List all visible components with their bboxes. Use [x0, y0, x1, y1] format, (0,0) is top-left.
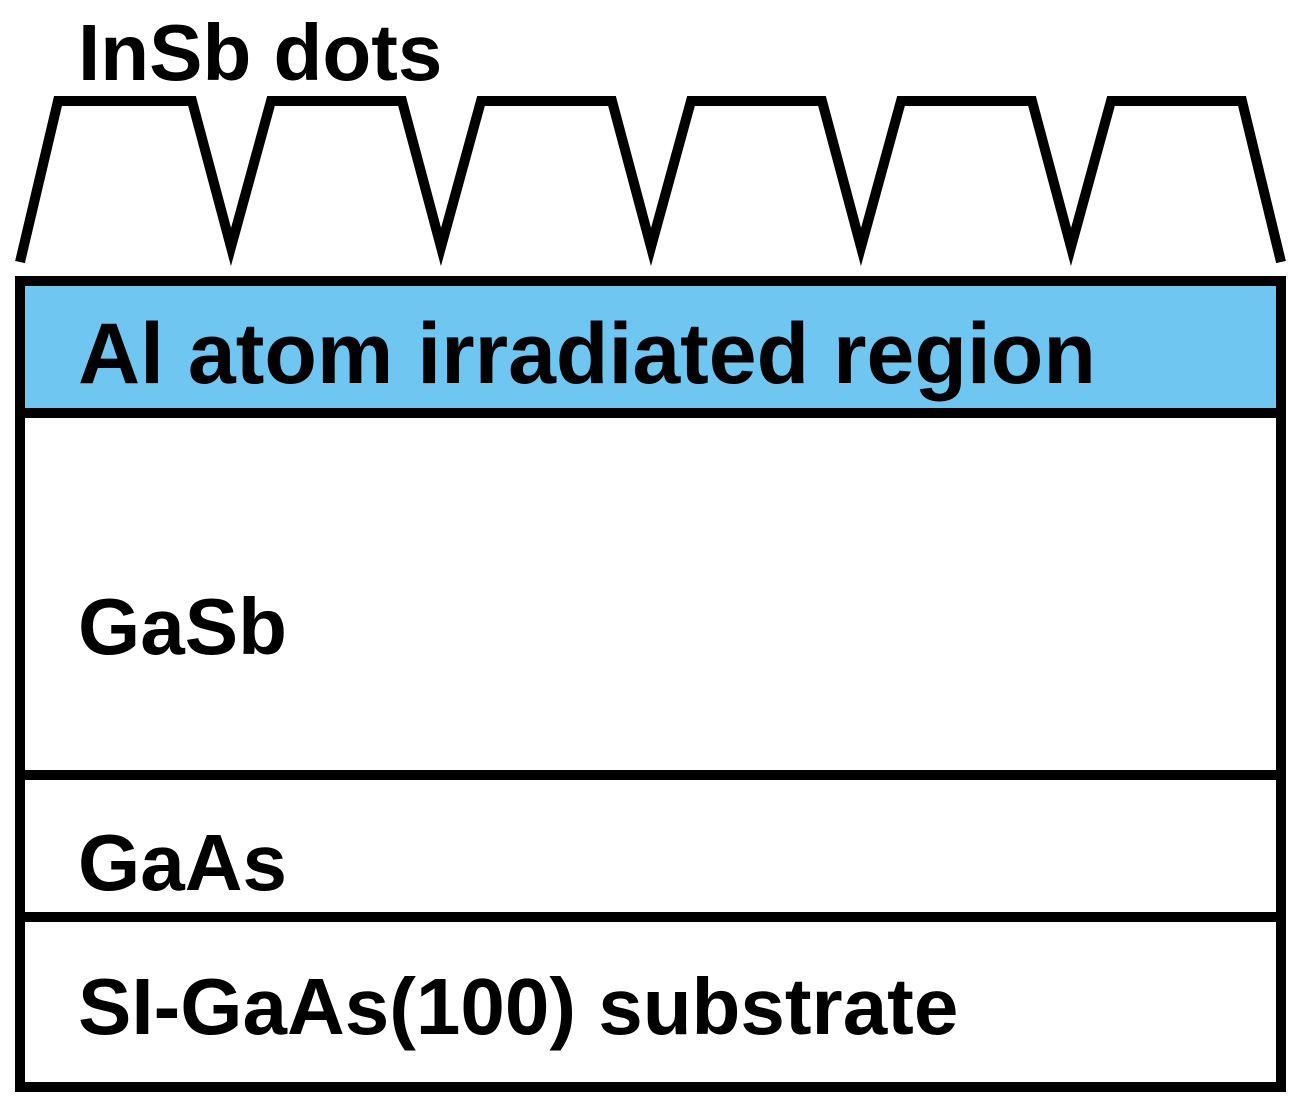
insb-dots-profile	[15, 96, 1286, 267]
gasb-label: GaSb	[78, 582, 287, 671]
layer-stack-frame	[15, 276, 1286, 1092]
irradiated-region-label: Al atom irradiated region	[78, 306, 1096, 402]
gaas-label: GaAs	[78, 818, 287, 907]
substrate-label: SI-GaAs(100) substrate	[78, 962, 958, 1051]
irradiated-region-band	[20, 281, 1281, 413]
insb-dots-label: InSb dots	[78, 8, 442, 97]
